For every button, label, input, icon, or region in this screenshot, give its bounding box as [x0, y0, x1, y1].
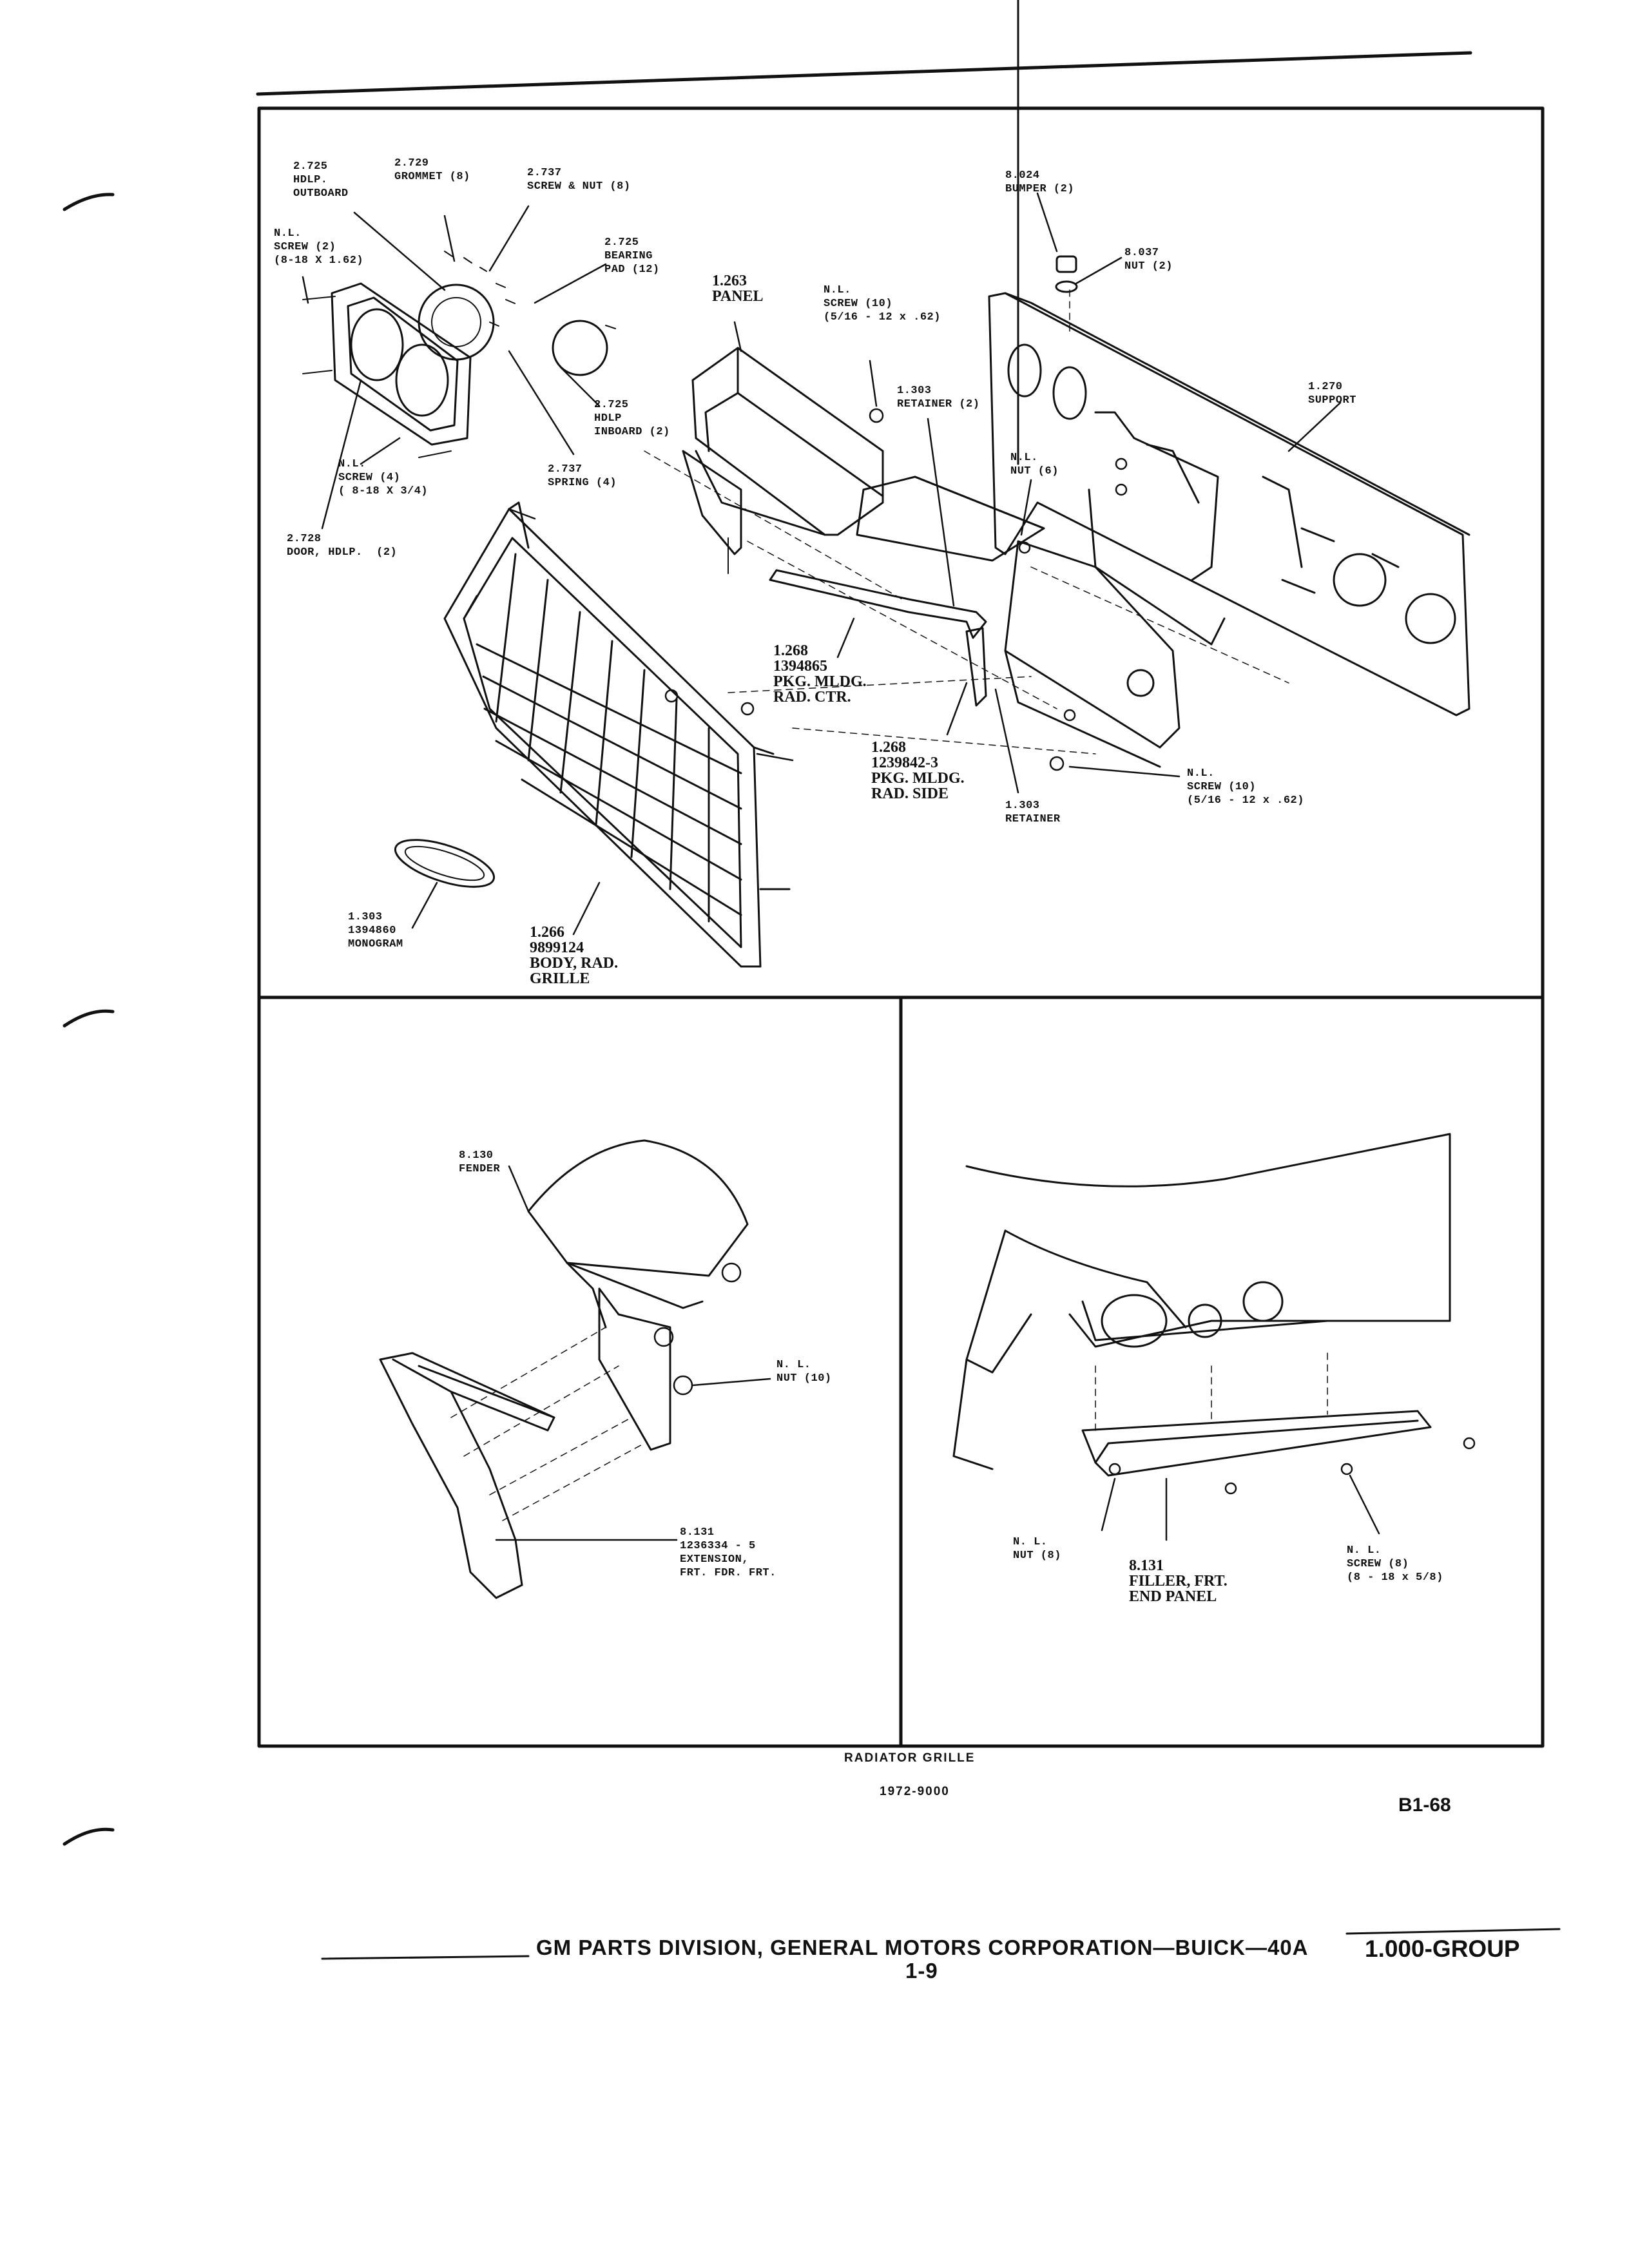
footer-group: 1.000-GROUP [1365, 1936, 1520, 1962]
label-screw-2: N.L. SCREW (2) (8-18 X 1.62) [274, 227, 364, 267]
extension-panel [379, 1352, 555, 1599]
label-nut-10: N. L. NUT (10) [776, 1359, 832, 1385]
lower-bracket [1004, 540, 1181, 749]
label-screw-4: N.L. SCREW (4) ( 8-18 X 3/4) [338, 458, 429, 497]
filler-panel [1081, 1410, 1432, 1477]
fender-bracket [598, 1287, 671, 1451]
label-nut-8: N. L. NUT (8) [1013, 1536, 1061, 1562]
front-end-body [952, 1133, 1451, 1470]
label-monogram: 1.303 1394860 MONOGRAM [348, 911, 403, 950]
footer-rule [1345, 1928, 1561, 1935]
radiator-support [988, 292, 1470, 716]
grille-body [443, 501, 791, 968]
label-panel: 1.263 PANEL [712, 273, 764, 305]
label-pkg-mldg-side: 1.268 1239842-3 PKG. MLDG. RAD. SIDE [871, 739, 965, 802]
binder-mark [63, 1827, 115, 1846]
fender-assembly [527, 1139, 749, 1329]
headlamp-outboard [418, 284, 495, 361]
label-hdlp-inboard: 2.725 HDLP INBOARD (2) [594, 399, 670, 438]
binder-mark [63, 193, 115, 211]
label-door-hdlp: 2.728 DOOR, HDLP. (2) [287, 533, 398, 559]
label-screw-8: N. L. SCREW (8) (8 - 18 x 5/8) [1347, 1544, 1443, 1584]
label-fender: 8.130 FENDER [459, 1149, 501, 1175]
label-retainer-2: 1.303 RETAINER (2) [897, 385, 980, 410]
label-extension: 8.131 1236334 - 5 EXTENSION, FRT. FDR. F… [680, 1526, 776, 1579]
figure-title: RADIATOR GRILLE [844, 1751, 976, 1765]
label-screw-10-bottom: N.L. SCREW (10) (5/16 - 12 x .62) [1187, 767, 1304, 807]
label-bumper: 8.024 BUMPER (2) [1005, 169, 1075, 195]
footer-publisher: GM PARTS DIVISION, GENERAL MOTORS CORPOR… [536, 1936, 1309, 1959]
label-spring: 2.737 SPRING (4) [548, 463, 617, 489]
footer-rule [321, 1955, 530, 1960]
label-screw-10-top: N.L. SCREW (10) (5/16 - 12 x .62) [824, 284, 941, 323]
monogram [394, 839, 496, 888]
label-bearing-pad: 2.725 BEARING PAD (12) [604, 236, 660, 276]
moulding-side [965, 627, 987, 707]
label-grille-body: 1.266 9899124 BODY, RAD. GRILLE [530, 924, 619, 987]
page-code: B1-68 [1398, 1794, 1451, 1816]
panel-shroud [691, 347, 884, 536]
binder-mark [63, 1009, 115, 1028]
label-hdlp-outboard: 2.725 HDLP. OUTBOARD [293, 160, 349, 200]
label-support: 1.270 SUPPORT [1308, 381, 1356, 407]
retainer-piece [682, 450, 742, 555]
label-grommet: 2.729 GROMMET (8) [394, 157, 470, 183]
moulding-center [769, 569, 987, 639]
label-nut-2: 8.037 NUT (2) [1124, 247, 1173, 273]
label-pkg-mldg-center: 1.268 1394865 PKG. MLDG. RAD. CTR. [773, 642, 867, 706]
label-screw-and-nut: 2.737 SCREW & NUT (8) [527, 167, 631, 193]
label-nut-6: N.L. NUT (6) [1010, 452, 1059, 477]
label-retainer: 1.303 RETAINER [1005, 800, 1061, 825]
header-rule [256, 51, 1472, 96]
center-baffle [856, 476, 1045, 562]
footer-page: 1-9 [905, 1959, 938, 1983]
figure-code: 1972-9000 [880, 1785, 950, 1798]
headlamp-inboard [552, 320, 608, 376]
headlamp-door [331, 282, 472, 446]
label-filler: 8.131 FILLER, FRT. END PANEL [1129, 1557, 1228, 1605]
